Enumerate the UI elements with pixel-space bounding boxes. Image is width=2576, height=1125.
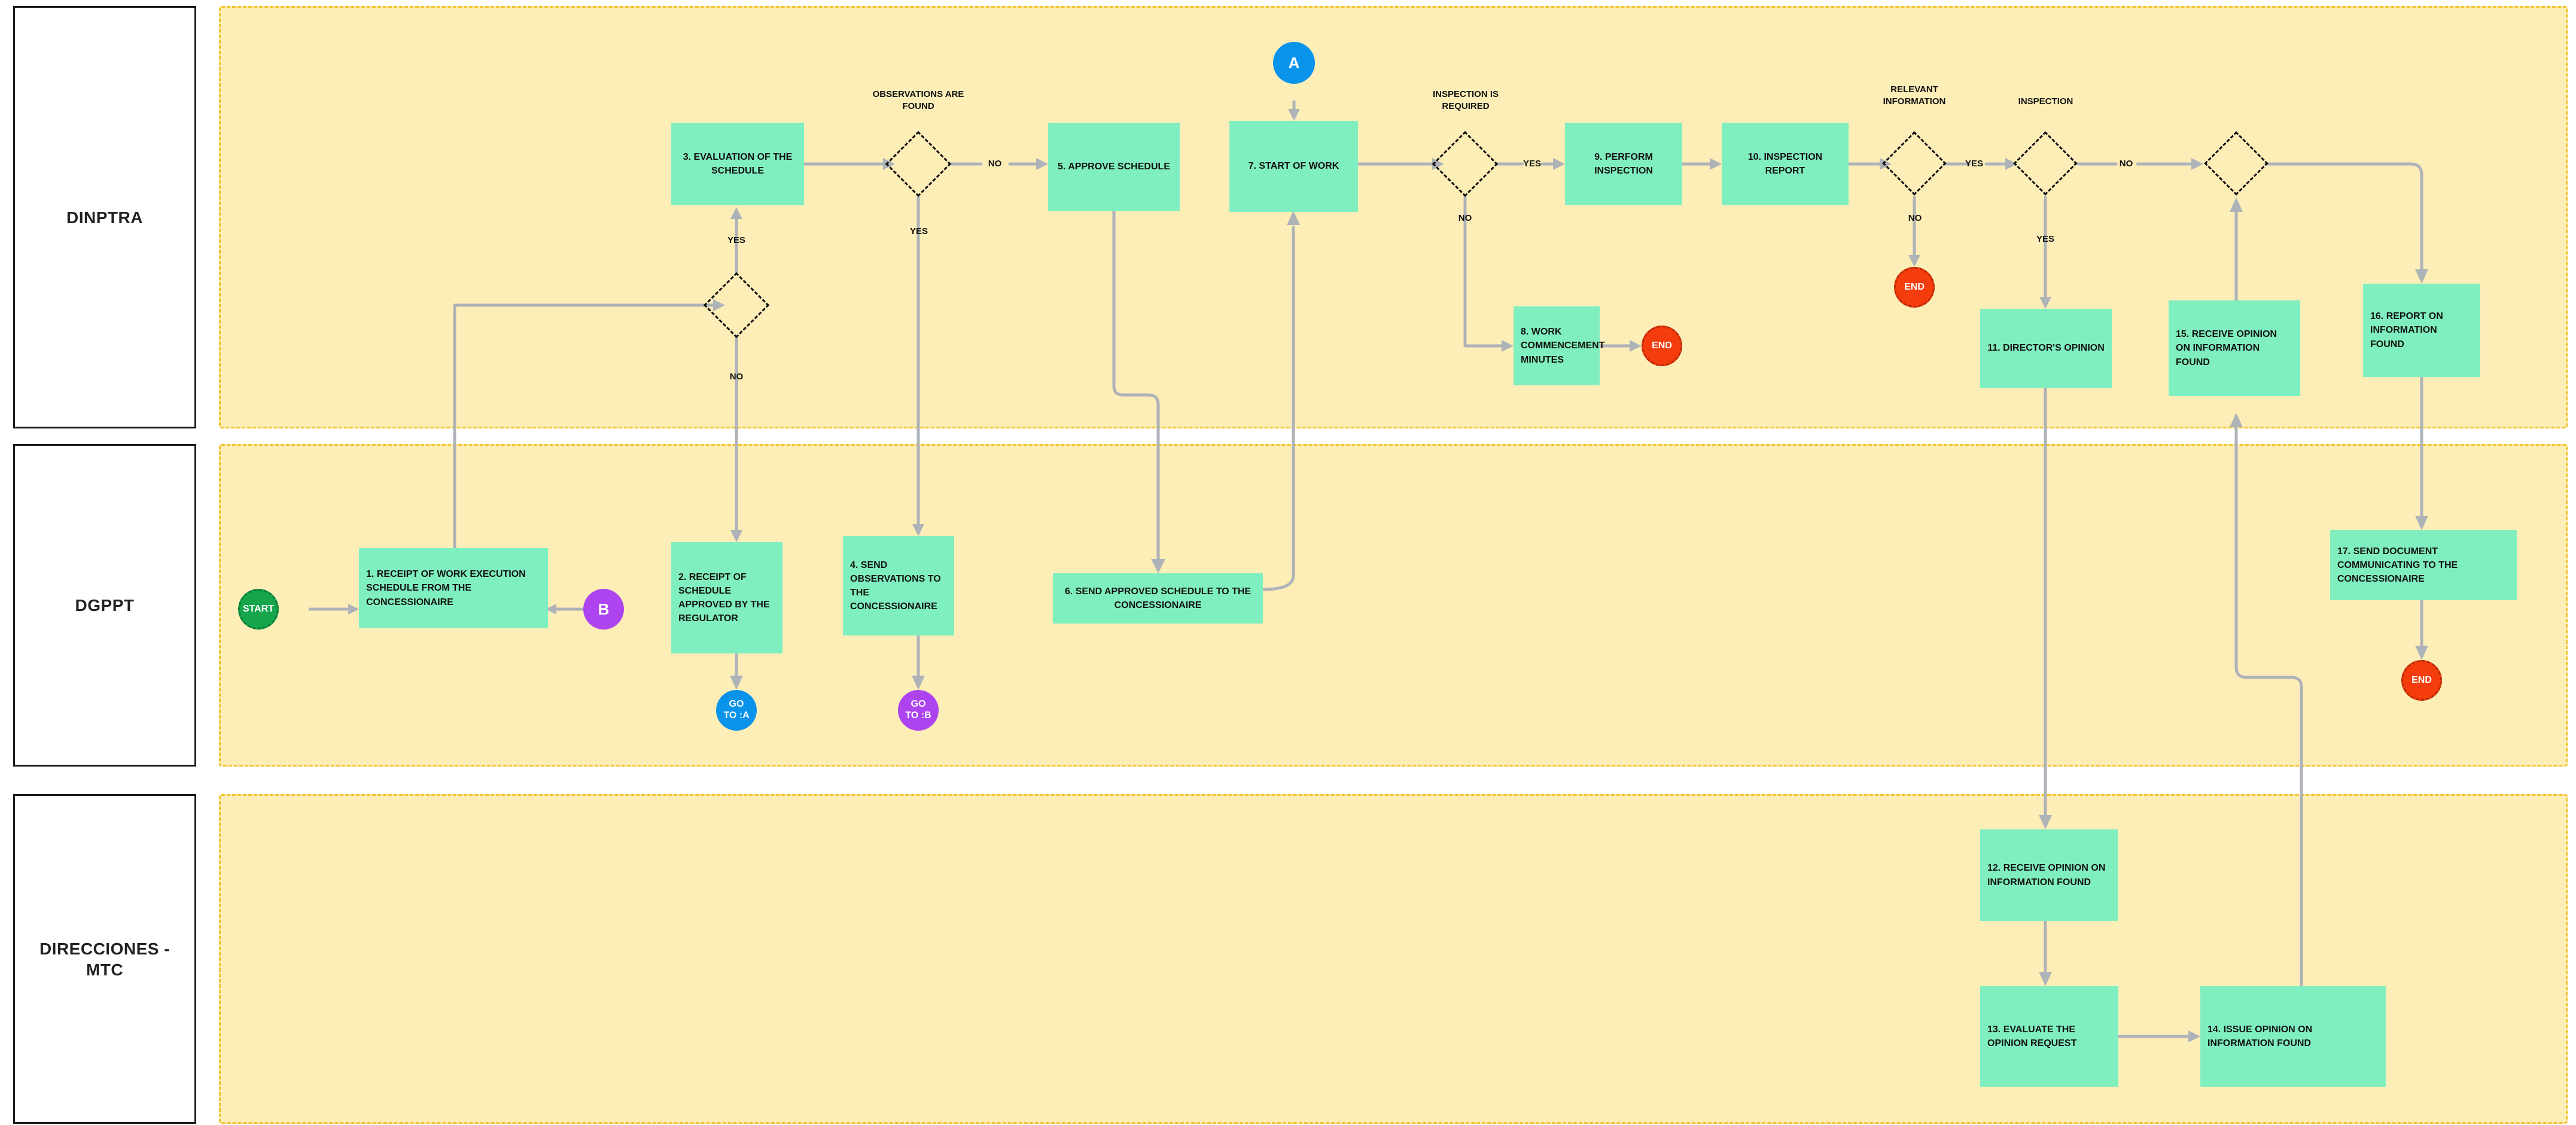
task-13[interactable]: 13. EVALUATE THE OPINION REQUEST: [1980, 986, 2118, 1087]
task-4[interactable]: 4. SEND OBSERVATIONS TO THE CONCESSIONAI…: [843, 536, 954, 636]
task-14-label: 14. ISSUE OPINION ON INFORMATION FOUND: [2207, 1024, 2313, 1048]
gateway-label-inspection-is-required: INSPECTION IS REQUIRED: [1432, 89, 1499, 112]
link-event-b[interactable]: B: [583, 589, 624, 630]
task-6-label: 6. SEND APPROVED SCHEDULE TO THE CONCESS…: [1064, 586, 1252, 610]
task-8[interactable]: 8. WORK COMMENCEMENT MINUTES: [1514, 306, 1604, 385]
end-event-1-label: END: [1904, 281, 1925, 292]
start-event-label: START: [242, 603, 275, 614]
task-3[interactable]: 3. EVALUATION OF THE SCHEDULE: [671, 123, 804, 205]
lane-header-dinptra: DINPTRA: [13, 6, 196, 428]
task-16-label: 16. REPORT ON INFORMATION FOUND: [2370, 311, 2443, 349]
gateway-label-yes-observations: YES: [909, 226, 928, 236]
task-16[interactable]: 16. REPORT ON INFORMATION FOUND: [2363, 284, 2480, 377]
end-event-1[interactable]: END: [1894, 267, 1935, 308]
end-event-3-label: END: [2411, 674, 2432, 685]
lane-label-direcciones: DIRECCIONES - MTC: [39, 939, 170, 979]
link-event-b-label: B: [598, 600, 610, 618]
lane-body-dgppt: [219, 444, 2568, 767]
gateway-label-no-inspection: NO: [2119, 159, 2133, 169]
task-2-label: 2. RECEIPT OF SCHEDULE APPROVED BY THE R…: [678, 571, 770, 624]
task-12[interactable]: 12. RECEIVE OPINION ON INFORMATION FOUND: [1980, 829, 2118, 921]
task-3-label: 3. EVALUATION OF THE SCHEDULE: [683, 151, 793, 176]
lane-label-dinptra: DINPTRA: [66, 208, 143, 227]
gateway-label-yes-inspection: YES: [2036, 234, 2054, 244]
task-5[interactable]: 5. APPROVE SCHEDULE: [1048, 123, 1180, 211]
link-event-a-label: A: [1288, 53, 1300, 72]
link-event-a[interactable]: A: [1273, 42, 1315, 84]
gateway-label-no-inspection-required: NO: [1458, 213, 1472, 223]
gateway-label-no-relevant-information: NO: [1908, 213, 1922, 223]
task-4-label: 4. SEND OBSERVATIONS TO THE CONCESSIONAI…: [850, 560, 941, 612]
link-source-goto-a[interactable]: GO TO :A: [716, 690, 757, 731]
task-11[interactable]: 11. DIRECTOR'S OPINION: [1980, 309, 2112, 388]
gateway-label-no-1: NO: [729, 372, 744, 382]
gateway-label-observations-are-found: OBSERVATIONS ARE FOUND: [872, 89, 964, 112]
task-1[interactable]: 1. RECEIPT OF WORK EXECUTION SCHEDULE FR…: [359, 548, 548, 628]
task-10-label: 10. INSPECTION REPORT: [1747, 151, 1823, 176]
task-10[interactable]: 10. INSPECTION REPORT: [1722, 123, 1849, 205]
task-7-label: 7. START OF WORK: [1248, 161, 1339, 172]
link-source-goto-a-label: GO TO :A: [723, 699, 750, 720]
task-11-label: 11. DIRECTOR'S OPINION: [1987, 343, 2105, 354]
task-9[interactable]: 9. PERFORM INSPECTION: [1565, 123, 1682, 205]
task-7[interactable]: 7. START OF WORK: [1229, 121, 1358, 212]
task-17-label: 17. SEND DOCUMENT COMMUNICATING TO THE C…: [2337, 546, 2458, 585]
gateway-label-no-observations: NO: [988, 159, 1002, 169]
gateway-label-relevant-information: RELEVANT INFORMATION: [1883, 84, 1946, 107]
start-event[interactable]: START: [238, 589, 279, 630]
gateway-label-yes-relevant-information: YES: [1965, 159, 1983, 169]
end-event-3[interactable]: END: [2401, 660, 2442, 701]
lane-label-dgppt: DGPPT: [75, 596, 135, 615]
gateway-label-yes-inspection-required: YES: [1523, 159, 1541, 169]
link-source-goto-b-label: GO TO :B: [905, 699, 931, 720]
task-13-label: 13. EVALUATE THE OPINION REQUEST: [1987, 1024, 2077, 1048]
end-event-2[interactable]: END: [1642, 326, 1682, 366]
task-2[interactable]: 2. RECEIPT OF SCHEDULE APPROVED BY THE R…: [671, 542, 782, 653]
task-12-label: 12. RECEIVE OPINION ON INFORMATION FOUND: [1987, 863, 2106, 887]
task-8-label: 8. WORK COMMENCEMENT MINUTES: [1521, 327, 1605, 365]
lane-body-direcciones: [219, 794, 2568, 1124]
task-6[interactable]: 6. SEND APPROVED SCHEDULE TO THE CONCESS…: [1053, 573, 1263, 624]
lane-header-dgppt: DGPPT: [13, 444, 196, 767]
task-9-label: 9. PERFORM INSPECTION: [1594, 151, 1653, 176]
task-1-label: 1. RECEIPT OF WORK EXECUTION SCHEDULE FR…: [366, 569, 526, 607]
gateway-label-yes-1: YES: [727, 235, 745, 245]
task-17[interactable]: 17. SEND DOCUMENT COMMUNICATING TO THE C…: [2330, 530, 2517, 600]
task-14[interactable]: 14. ISSUE OPINION ON INFORMATION FOUND: [2200, 986, 2386, 1087]
end-event-2-label: END: [1652, 340, 1672, 351]
task-5-label: 5. APPROVE SCHEDULE: [1058, 162, 1170, 172]
task-15[interactable]: 15. RECEIVE OPINION ON INFORMATION FOUND: [2169, 300, 2300, 396]
task-15-label: 15. RECEIVE OPINION ON INFORMATION FOUND: [2176, 329, 2277, 367]
lane-header-direcciones: DIRECCIONES - MTC: [13, 794, 196, 1124]
gateway-label-inspection: INSPECTION: [2018, 96, 2073, 107]
link-source-goto-b[interactable]: GO TO :B: [898, 690, 939, 731]
